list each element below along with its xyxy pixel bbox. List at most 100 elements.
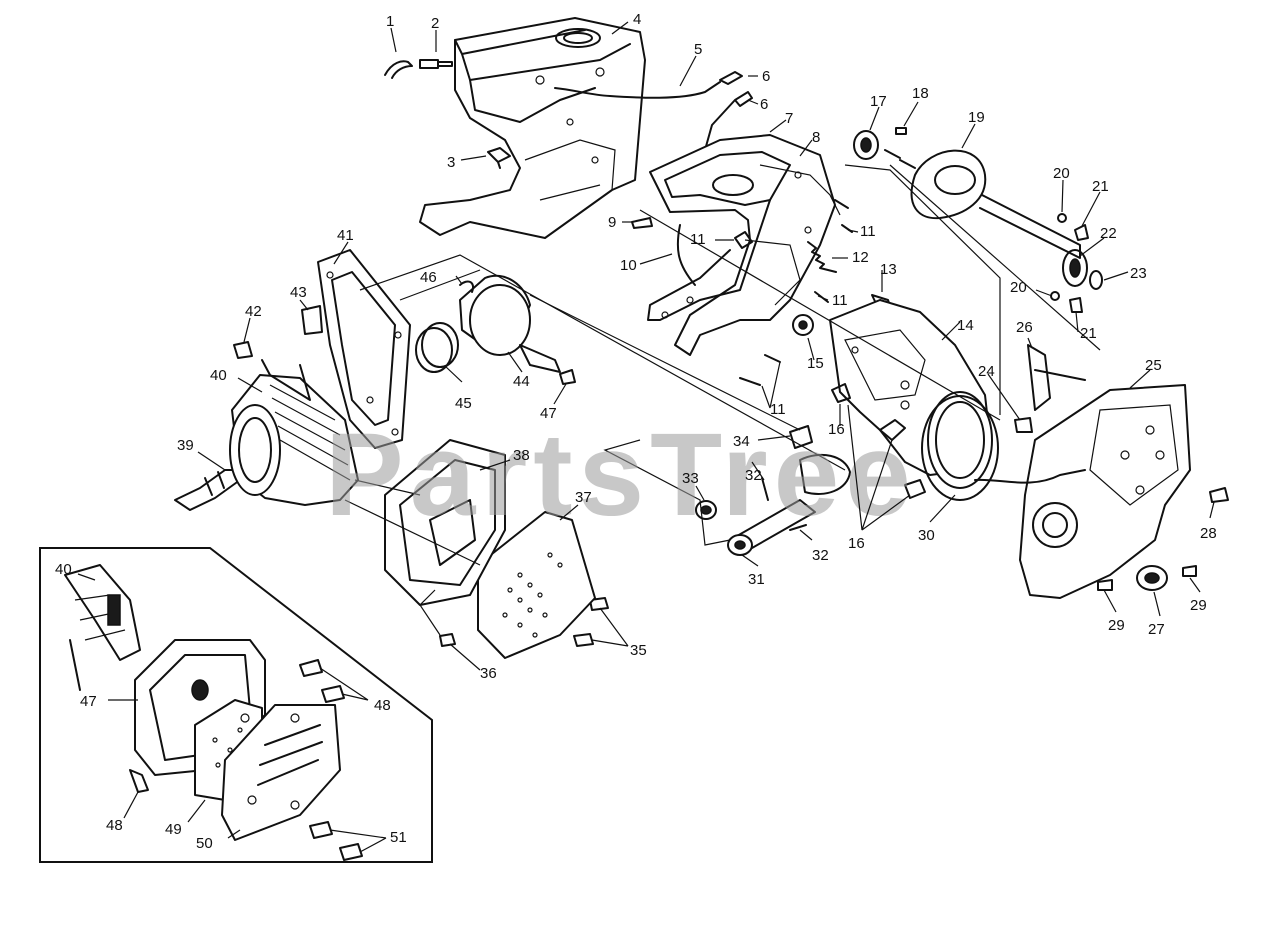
part-25-cover xyxy=(974,384,1191,599)
callout-26: 26 xyxy=(1016,319,1033,336)
callout-9: 9 xyxy=(608,214,616,231)
parts-art xyxy=(39,17,1229,863)
callout-25: 25 xyxy=(1145,357,1162,374)
part-28-29-screws xyxy=(1097,487,1229,591)
callout-21b: 21 xyxy=(1080,325,1097,342)
part-9-screw xyxy=(631,217,653,229)
watermark: PartsTree xyxy=(325,409,917,541)
callout-14: 14 xyxy=(957,317,974,334)
callout-36: 36 xyxy=(480,665,497,682)
part-10-hose xyxy=(676,224,696,286)
part-27-bushing xyxy=(1136,565,1168,591)
callout-27: 27 xyxy=(1148,621,1165,638)
part-23-ring xyxy=(1089,270,1103,290)
leader-lines xyxy=(77,21,1215,853)
callout-11b: 11 xyxy=(860,223,876,240)
callout-33: 33 xyxy=(682,470,699,487)
callout-50: 50 xyxy=(196,835,213,852)
part-44-piston xyxy=(459,274,561,373)
part-22-seal xyxy=(1062,249,1088,287)
callout-48a: 48 xyxy=(374,697,391,714)
callout-40b: 40 xyxy=(55,561,72,578)
callout-12: 12 xyxy=(852,249,869,266)
callout-20b: 20 xyxy=(1010,279,1027,296)
part-37-plate xyxy=(477,511,596,659)
callout-10: 10 xyxy=(620,257,637,274)
callout-39: 39 xyxy=(177,437,194,454)
callout-11a: 11 xyxy=(690,231,706,248)
callout-2: 2 xyxy=(431,15,439,32)
callout-35: 35 xyxy=(630,642,647,659)
callout-11d: 11 xyxy=(770,401,786,418)
callout-32a: 32 xyxy=(745,467,762,484)
callout-51: 51 xyxy=(390,829,407,846)
part-20-21-hardware xyxy=(1050,213,1089,313)
part-16-pins xyxy=(831,383,926,499)
part-45-rings xyxy=(415,322,459,373)
part-41-gasket xyxy=(317,249,411,449)
callout-45: 45 xyxy=(455,395,472,412)
part-31-conrod xyxy=(727,453,851,556)
part-38-muffler xyxy=(384,439,506,606)
part-18-key xyxy=(895,127,907,135)
callout-22: 22 xyxy=(1100,225,1117,242)
part-1-boot xyxy=(384,60,413,79)
callout-labels: 1 2 3 4 5 6 6 7 8 9 10 11 11 11 11 12 13… xyxy=(55,11,1217,852)
callout-38: 38 xyxy=(513,447,530,464)
part-15-bearing xyxy=(792,314,814,336)
callout-15: 15 xyxy=(807,355,824,372)
callout-18: 18 xyxy=(912,85,929,102)
callout-46: 46 xyxy=(420,269,437,286)
part-42-cap xyxy=(233,341,253,359)
callout-6b: 6 xyxy=(760,96,768,113)
callout-23: 23 xyxy=(1130,265,1147,282)
part-36-screw xyxy=(439,633,456,647)
part-19-crankshaft xyxy=(884,149,1081,259)
part-17-bearing xyxy=(853,130,879,160)
callout-13: 13 xyxy=(880,261,897,278)
part-3-knob xyxy=(487,147,511,169)
callout-17: 17 xyxy=(870,93,887,110)
callout-28: 28 xyxy=(1200,525,1217,542)
callout-29b: 29 xyxy=(1190,597,1207,614)
callout-3: 3 xyxy=(447,154,455,171)
callout-21a: 21 xyxy=(1092,178,1109,195)
callout-1: 1 xyxy=(386,13,394,30)
part-35-screws xyxy=(573,597,609,647)
callout-48b: 48 xyxy=(106,817,123,834)
part-7-8-handle-frame xyxy=(647,134,841,356)
part-43-stud xyxy=(301,305,323,335)
callout-44: 44 xyxy=(513,373,530,390)
callout-32b: 32 xyxy=(812,547,829,564)
callout-47b: 47 xyxy=(80,693,97,710)
callout-11c: 11 xyxy=(832,292,848,309)
part-34-bearing xyxy=(789,425,813,449)
callout-34: 34 xyxy=(733,433,750,450)
callout-43: 43 xyxy=(290,284,307,301)
inset-detail xyxy=(39,547,433,863)
callout-37: 37 xyxy=(575,489,592,506)
part-39-plug xyxy=(174,469,241,511)
callout-42: 42 xyxy=(245,303,262,320)
part-32-screws xyxy=(761,477,807,531)
callout-40a: 40 xyxy=(210,367,227,384)
callout-5: 5 xyxy=(694,41,702,58)
callout-4: 4 xyxy=(633,11,641,28)
alignment-lines xyxy=(344,164,1101,636)
part-12-spring xyxy=(807,241,837,273)
part-4-housing xyxy=(419,17,646,239)
part-24-fitting xyxy=(1014,417,1033,433)
part-40-cylinder xyxy=(229,359,359,506)
part-26-guide xyxy=(1027,344,1086,411)
callout-31: 31 xyxy=(748,571,765,588)
callout-29a: 29 xyxy=(1108,617,1125,634)
callout-8: 8 xyxy=(812,129,820,146)
part-33-bushing xyxy=(695,500,717,520)
callout-41: 41 xyxy=(337,227,354,244)
callout-49: 49 xyxy=(165,821,182,838)
callout-47a: 47 xyxy=(540,405,557,422)
callout-24: 24 xyxy=(978,363,995,380)
callout-19: 19 xyxy=(968,109,985,126)
part-2-terminal xyxy=(419,59,453,69)
